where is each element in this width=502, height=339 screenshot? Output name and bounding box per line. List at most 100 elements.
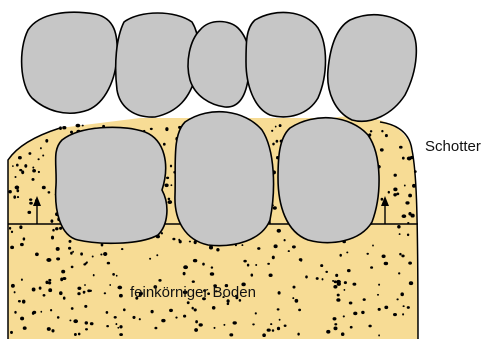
soil-grain (233, 321, 237, 324)
soil-grain (117, 327, 119, 329)
soil-grain (276, 140, 279, 143)
soil-grain (183, 272, 186, 275)
soil-grain (277, 308, 280, 310)
soil-grain (48, 288, 52, 292)
soil-grain (77, 287, 81, 290)
soil-grain (48, 281, 51, 284)
soil-grain (320, 264, 323, 267)
soil-grain (119, 333, 123, 336)
soil-grain (14, 291, 16, 293)
soil-grain (20, 317, 24, 321)
soil-grain (394, 174, 397, 177)
soil-grain (334, 280, 337, 283)
soil-grain (156, 254, 158, 256)
soil-grain (51, 236, 54, 240)
soil-grain (210, 272, 214, 276)
soil-grain (372, 245, 374, 247)
soil-grain (333, 327, 337, 331)
soil-grain (132, 316, 135, 319)
soil-grain (381, 198, 384, 201)
gravel-stone (278, 118, 379, 243)
soil-grain (194, 308, 197, 311)
soil-grain (388, 191, 390, 194)
soil-grain (252, 323, 255, 325)
soil-grain (378, 308, 381, 311)
soil-grain (407, 306, 410, 309)
soil-grain (24, 164, 27, 168)
soil-grain (272, 143, 275, 146)
soil-grain (370, 130, 372, 132)
soil-grain (333, 285, 337, 289)
soil-grain (121, 248, 123, 250)
soil-grain (353, 312, 357, 316)
soil-grain (149, 258, 151, 260)
soil-grain (84, 305, 87, 308)
soil-grain (170, 165, 172, 168)
soil-grain (56, 257, 60, 260)
soil-grain (343, 315, 345, 317)
gravel-top-row (22, 12, 417, 121)
soil-grain (45, 139, 48, 143)
soil-grain (165, 127, 168, 131)
soil-grain (47, 327, 51, 331)
soil-grain (229, 333, 233, 336)
soil-grain (167, 200, 172, 204)
soil-grain (408, 262, 412, 265)
soil-grain (408, 194, 412, 198)
soil-grain (42, 186, 46, 190)
soil-grain (378, 284, 380, 286)
soil-grain (187, 301, 190, 304)
soil-grain (84, 284, 86, 286)
soil-grain (272, 329, 274, 332)
soil-grain (295, 299, 299, 303)
soil-grain (399, 233, 401, 235)
soil-grain (344, 281, 347, 284)
soil-grain (193, 259, 197, 263)
soil-grain (346, 251, 348, 253)
soil-grain (52, 229, 54, 232)
soil-grain (11, 284, 15, 288)
soil-grain (15, 186, 20, 190)
soil-grain (107, 262, 110, 265)
soil-grain (393, 193, 397, 196)
soil-grain (158, 279, 161, 282)
soil-grain (151, 310, 154, 313)
soil-grain (92, 255, 94, 257)
soil-grain (194, 328, 198, 332)
soil-grain (87, 289, 90, 292)
soil-grain (40, 147, 42, 149)
soil-grain (272, 256, 275, 260)
soil-grain (212, 306, 216, 310)
soil-grain (279, 319, 281, 321)
soil-grain (35, 252, 39, 256)
soil-grain (402, 214, 407, 218)
soil-grain (399, 146, 403, 149)
soil-grain (255, 264, 257, 266)
soil-grain (100, 254, 102, 256)
soil-grain (73, 319, 78, 323)
soil-grain (339, 254, 341, 257)
soil-grain (42, 154, 44, 156)
soil-grain (114, 316, 117, 319)
soil-grain (247, 264, 249, 267)
soil-grain (69, 240, 72, 243)
soil-grain (397, 225, 400, 229)
soil-grain (267, 328, 271, 331)
soil-grain (104, 292, 106, 294)
soil-grain (326, 330, 330, 334)
soil-grain (396, 298, 398, 300)
soil-grain (407, 234, 409, 237)
soil-grain (398, 272, 400, 274)
soil-grain (32, 167, 34, 169)
soil-grain (21, 279, 23, 281)
soil-grain (23, 326, 27, 330)
soil-grain (68, 247, 71, 250)
soil-grain (336, 280, 341, 284)
soil-grain (17, 196, 19, 198)
soil-grain (74, 333, 77, 336)
soil-grain (56, 247, 60, 251)
soil-grain (106, 325, 109, 327)
soil-grain (166, 177, 169, 179)
gravel-stone (188, 22, 250, 108)
